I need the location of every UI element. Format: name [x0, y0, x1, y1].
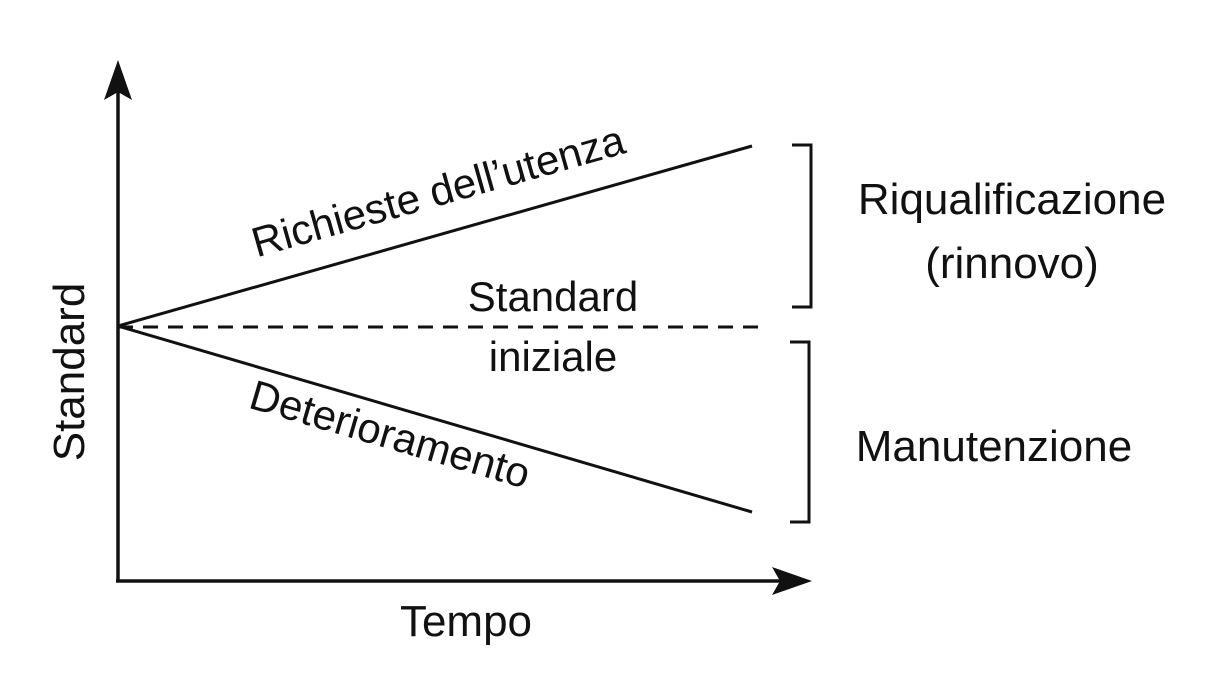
maintenance-label: Manutenzione — [856, 422, 1132, 471]
x-axis — [116, 567, 812, 595]
y-axis-label: Standard — [45, 283, 94, 462]
requalification-label-line2: (rinnovo) — [925, 239, 1099, 288]
deterioration-label: Deterioramento — [245, 371, 536, 497]
y-axis — [104, 60, 132, 582]
maintenance-bracket — [790, 340, 811, 524]
user-requirements-label: Richieste dell’utenza — [246, 116, 630, 266]
deterioration-line — [117, 324, 753, 514]
requalification-bracket — [792, 143, 813, 309]
user-requirements-line — [117, 144, 753, 328]
initial-standard-label-line2: iniziale — [489, 333, 617, 380]
requalification-label-line1: Riqualificazione — [858, 175, 1166, 224]
x-axis-arrowhead — [772, 567, 812, 595]
y-axis-arrowhead — [104, 60, 132, 100]
x-axis-label: Tempo — [400, 597, 532, 646]
initial-standard-label-line1: Standard — [468, 273, 638, 320]
